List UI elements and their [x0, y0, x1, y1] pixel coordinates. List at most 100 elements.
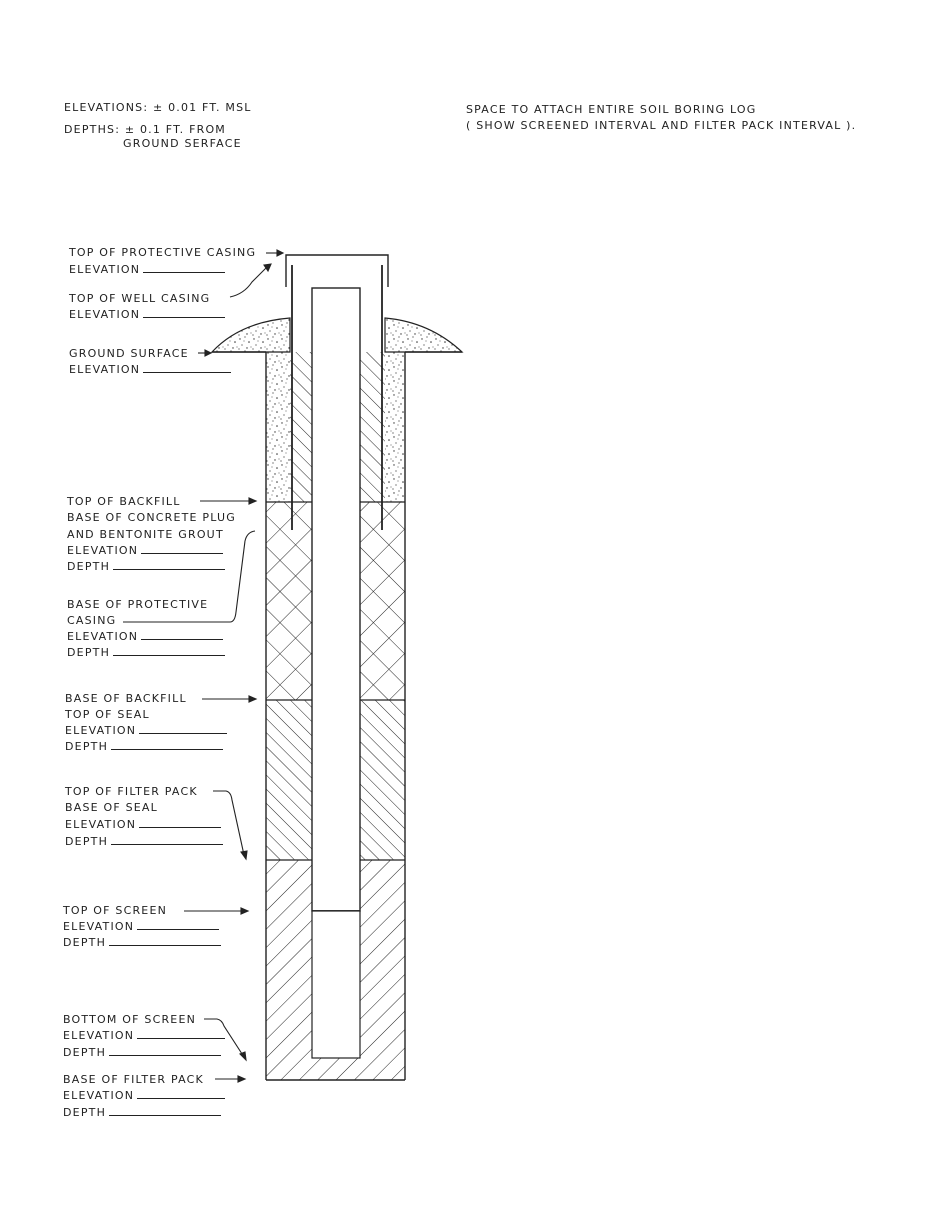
- fill-blank[interactable]: [109, 1046, 222, 1056]
- field-label: ELEVATION: [69, 308, 141, 321]
- field-label: ELEVATION: [63, 1089, 135, 1102]
- label-top-well-casing-elevation: ELEVATION: [69, 308, 226, 322]
- leader-base-protective-casing: [123, 540, 246, 623]
- filter-pack-bottom: [312, 1058, 360, 1080]
- inner-annulus-right: [360, 352, 385, 502]
- label-base-backfill: BASE OF BACKFILL: [65, 692, 187, 705]
- concrete-pad-right: [384, 317, 464, 353]
- field-label: ELEVATION: [69, 263, 141, 276]
- label-grout-elevation: ELEVATION: [67, 544, 224, 558]
- fill-blank[interactable]: [111, 740, 224, 750]
- label-casing-elevation: ELEVATION: [67, 630, 224, 644]
- label-base-concrete-plug: BASE OF CONCRETE PLUG: [67, 511, 236, 524]
- field-label: DEPTH: [63, 1046, 107, 1059]
- label-base-filter-pack: BASE OF FILTER PACK: [63, 1073, 204, 1086]
- fill-blank[interactable]: [141, 544, 224, 554]
- well-riser: [311, 287, 361, 912]
- field-label: DEPTH: [67, 560, 111, 573]
- label-ground-surface-elevation: ELEVATION: [69, 363, 232, 377]
- attach-log-note: SPACE TO ATTACH ENTIRE SOIL BORING LOG: [466, 103, 757, 116]
- field-label: ELEVATION: [67, 544, 139, 557]
- concrete-pad-left: [210, 317, 291, 353]
- arrow-head: [204, 349, 213, 357]
- label-top-backfill: TOP OF BACKFILL: [67, 495, 181, 508]
- label-seal-depth: DEPTH: [65, 740, 224, 754]
- field-label: DEPTH: [63, 936, 107, 949]
- field-label: ELEVATION: [65, 724, 137, 737]
- arrow-head: [239, 1051, 247, 1062]
- arrow-head: [248, 497, 258, 505]
- fill-blank[interactable]: [109, 936, 222, 946]
- label-bottom-screen-depth: DEPTH: [63, 1046, 222, 1060]
- fill-blank[interactable]: [141, 630, 224, 640]
- fill-blank[interactable]: [113, 646, 226, 656]
- label-filter-depth: DEPTH: [65, 835, 224, 849]
- field-label: ELEVATION: [65, 818, 137, 831]
- arrow-head: [248, 695, 258, 703]
- leader-lines: [123, 249, 285, 1083]
- label-top-screen: TOP OF SCREEN: [63, 904, 168, 917]
- label-bottom-screen-elevation: ELEVATION: [63, 1029, 226, 1043]
- fill-blank[interactable]: [139, 724, 228, 734]
- arrow-head: [237, 1075, 247, 1083]
- concrete-plug-right: [385, 352, 405, 502]
- fill-blank[interactable]: [137, 1089, 226, 1099]
- fill-blank[interactable]: [143, 263, 226, 273]
- label-and-bentonite-grout: AND BENTONITE GROUT: [67, 528, 224, 541]
- leader-top-filter-pack: [213, 790, 245, 856]
- fill-blank[interactable]: [143, 363, 232, 373]
- label-casing-depth: DEPTH: [67, 646, 226, 660]
- leader-top-well-casing: [229, 265, 269, 298]
- depths-note: DEPTHS: ± 0.1 FT. FROM: [64, 123, 226, 136]
- label-base-seal: BASE OF SEAL: [65, 801, 158, 814]
- field-label: DEPTH: [67, 646, 111, 659]
- fill-blank[interactable]: [137, 1029, 226, 1039]
- label-base-filter-elevation: ELEVATION: [63, 1089, 226, 1103]
- label-filter-elevation: ELEVATION: [65, 818, 222, 832]
- backfill-left: [266, 502, 312, 700]
- protective-casing-cap: [285, 254, 389, 287]
- arrow-head: [240, 907, 250, 915]
- attach-log-note-cont: ( SHOW SCREENED INTERVAL AND FILTER PACK…: [466, 119, 857, 132]
- arrow-head: [240, 850, 248, 861]
- fill-blank[interactable]: [109, 1106, 222, 1116]
- inner-annulus-left: [290, 352, 312, 502]
- filter-pack-right: [360, 860, 405, 1080]
- label-screen-elevation: ELEVATION: [63, 920, 220, 934]
- field-label: ELEVATION: [67, 630, 139, 643]
- label-base-protective: BASE OF PROTECTIVE: [67, 598, 209, 611]
- fill-blank[interactable]: [139, 818, 222, 828]
- seal-left: [266, 700, 312, 860]
- depths-note-cont: GROUND SERFACE: [123, 137, 242, 150]
- arrow-head: [276, 249, 285, 257]
- fill-blank[interactable]: [111, 835, 224, 845]
- label-bottom-screen: BOTTOM OF SCREEN: [63, 1013, 197, 1026]
- leader-grout: [244, 530, 256, 542]
- filter-pack-left: [266, 860, 312, 1080]
- field-label: ELEVATION: [69, 363, 141, 376]
- leader-bottom-screen: [204, 1018, 245, 1058]
- concrete-plug-left: [266, 352, 290, 502]
- arrow-head: [263, 263, 272, 273]
- label-base-filter-depth: DEPTH: [63, 1106, 222, 1120]
- label-grout-depth: DEPTH: [67, 560, 226, 574]
- label-top-protective-casing: TOP OF PROTECTIVE CASING: [69, 246, 257, 259]
- fill-blank[interactable]: [113, 560, 226, 570]
- label-casing: CASING: [67, 614, 117, 627]
- seal-right: [360, 700, 405, 860]
- label-top-well-casing: TOP OF WELL CASING: [69, 292, 211, 305]
- label-top-filter-pack: TOP OF FILTER PACK: [65, 785, 198, 798]
- field-label: DEPTH: [63, 1106, 107, 1119]
- field-label: ELEVATION: [63, 1029, 135, 1042]
- label-screen-depth: DEPTH: [63, 936, 222, 950]
- field-label: DEPTH: [65, 740, 109, 753]
- elevations-note: ELEVATIONS: ± 0.01 FT. MSL: [64, 101, 252, 114]
- field-label: ELEVATION: [63, 920, 135, 933]
- backfill-right: [360, 502, 405, 700]
- fill-blank[interactable]: [137, 920, 220, 930]
- fill-blank[interactable]: [143, 308, 226, 318]
- label-seal-elevation: ELEVATION: [65, 724, 228, 738]
- label-top-protective-casing-elevation: ELEVATION: [69, 263, 226, 277]
- well-screen: [311, 910, 361, 1059]
